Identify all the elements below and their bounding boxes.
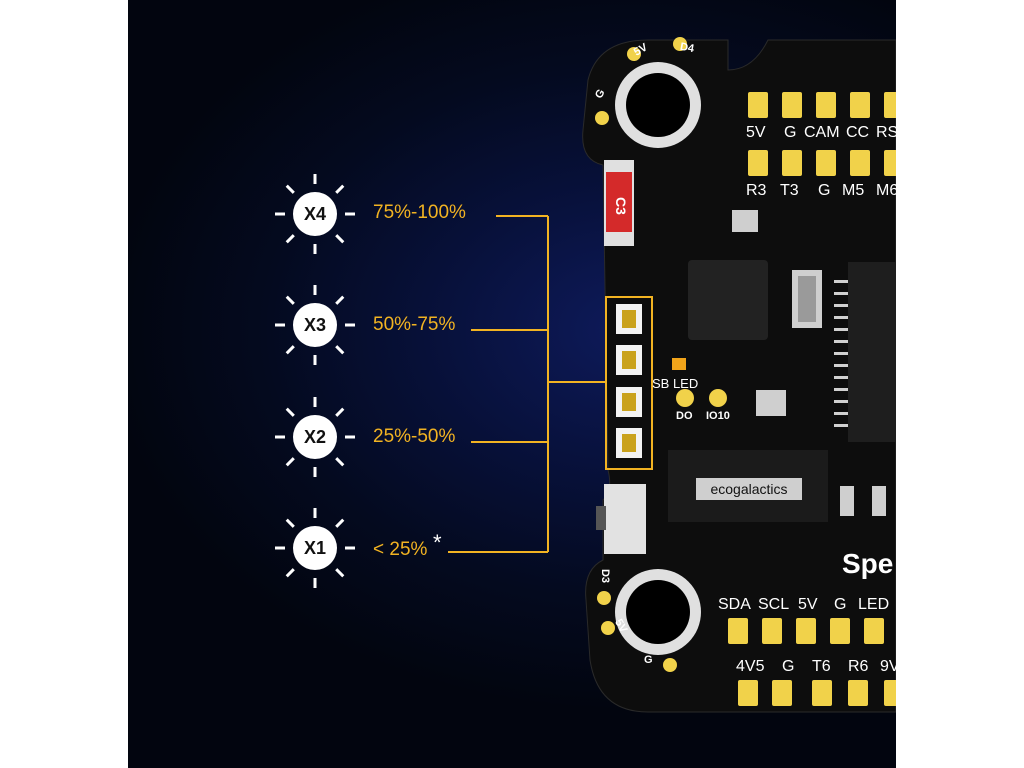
product-diagram: X4 75%-100% X3 50%-75% X2 25%-50% X1 < 2… [128, 0, 896, 768]
top-pad-row [748, 92, 896, 176]
mcu-chip [688, 260, 768, 340]
corner-label-g-bottom: G [644, 654, 653, 666]
glow-ray [335, 184, 345, 194]
led-range-x2: 25%-50% [373, 426, 456, 447]
processor-chip [848, 262, 896, 442]
glow-ray [335, 518, 345, 528]
label-do: DO [676, 410, 693, 422]
pad-label-4v5: 4V5 [736, 658, 765, 675]
pad-label-5v-top: 5V [746, 124, 766, 141]
label-io10: IO10 [706, 410, 730, 422]
glow-ray [335, 407, 345, 417]
glow-ray [285, 345, 295, 355]
bottom-pad-row [728, 618, 896, 706]
glow-ray [285, 184, 295, 194]
corner-label-d3: D3 [599, 568, 612, 584]
glow-ray [285, 518, 295, 528]
glow-ray [335, 234, 345, 244]
pad-label-r6: R6 [848, 658, 869, 675]
diagram-graphics [275, 37, 896, 713]
led-badge-x4: X4 [293, 192, 337, 236]
boot-switch [604, 484, 646, 554]
pad-label-5v-bottom: 5V [798, 596, 818, 613]
chip-label: ecogalactics [696, 478, 802, 500]
glow-ray [335, 345, 345, 355]
pad-label-t6: T6 [812, 658, 831, 675]
pad-label-g-bottom: G [834, 596, 847, 613]
pad-label-m5: M5 [842, 182, 865, 199]
connector-lines [448, 215, 606, 553]
led-badge-x1: X1 [293, 526, 337, 570]
glow-ray [285, 234, 295, 244]
glow-ray [285, 568, 295, 578]
led-range-x3: 50%-75% [373, 314, 456, 335]
pad-label-rs: RS [876, 124, 896, 141]
led-range-x1: < 25% [373, 539, 428, 560]
pad-label-led: LED [858, 596, 890, 613]
pcb-board [582, 39, 896, 713]
glow-ray [285, 407, 295, 417]
glow-ray [285, 457, 295, 467]
pad-label-cam: CAM [804, 124, 840, 141]
led-range-x4: 75%-100% [373, 202, 466, 223]
led-badge-x2: X2 [293, 415, 337, 459]
pad-label-scl: SCL [758, 596, 790, 613]
glow-ray [335, 457, 345, 467]
pad-label-cc: CC [846, 124, 870, 141]
component-label-c3: C3 [612, 197, 629, 215]
glow-rays [275, 174, 355, 588]
footnote-marker: * [433, 530, 442, 555]
pad-label-sda: SDA [718, 596, 751, 613]
corner-label-d4: D4 [679, 40, 695, 56]
pad-label-g-mid: G [818, 182, 831, 199]
glow-ray [335, 295, 345, 305]
pad-label-r3: R3 [746, 182, 767, 199]
pad-label-9v: 9V [880, 658, 896, 675]
led-strip [616, 304, 642, 458]
glow-ray [285, 295, 295, 305]
pad-label-m6: M6 [876, 182, 896, 199]
pad-label-t3: T3 [780, 182, 799, 199]
pad-label-g-lower: G [782, 658, 795, 675]
label-sb-led: SB LED [652, 376, 699, 391]
pad-label-g-top: G [784, 124, 797, 141]
brand-text: Spe [842, 548, 894, 579]
led-badge-x3: X3 [293, 303, 337, 347]
glow-ray [335, 568, 345, 578]
